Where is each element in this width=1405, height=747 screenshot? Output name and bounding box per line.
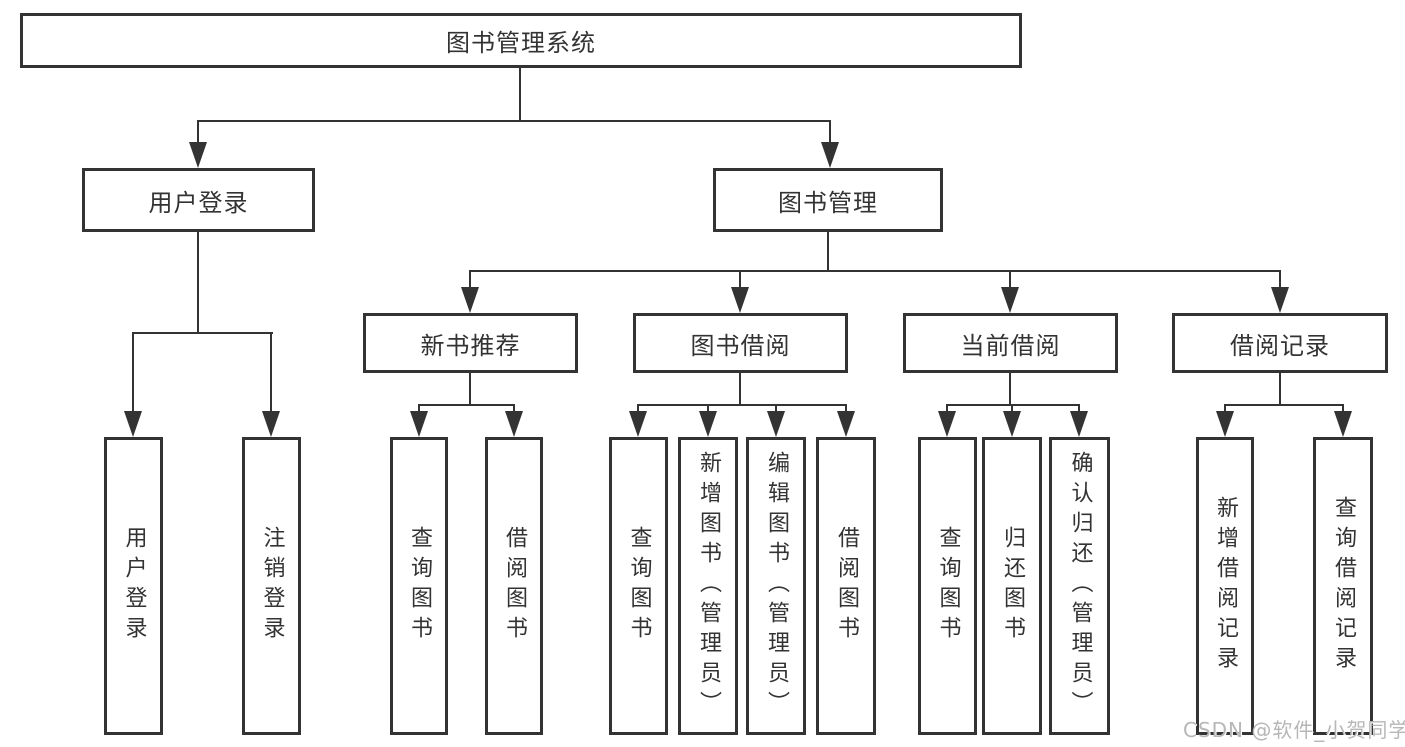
leaf-label: 查询图书 xyxy=(935,526,961,646)
csdn-watermark: CSDN @软件_小贺同学 xyxy=(1183,718,1405,742)
leaf-query-books-borrow: 查询图书 xyxy=(609,437,668,735)
arrow-down-icon xyxy=(837,411,855,437)
arrow-down-icon xyxy=(189,142,207,168)
connector-book-mgmt-branch xyxy=(469,270,1281,272)
arrow-down-icon xyxy=(124,411,142,437)
arrow-down-icon xyxy=(505,411,523,437)
leaf-query-borrow-record: 查询借阅记录 xyxy=(1313,437,1373,735)
leaf-add-books-admin: 新增图书（管理员） xyxy=(678,437,738,735)
node-label: 用户登录 xyxy=(148,188,249,217)
connector-to-book-borrow xyxy=(739,270,741,290)
leaf-label: 归还图书 xyxy=(1000,526,1025,646)
node-label: 图书管理系统 xyxy=(446,29,596,57)
connector-to-user-login xyxy=(197,120,199,148)
arrow-down-icon xyxy=(262,411,280,437)
arrow-down-icon xyxy=(410,411,428,437)
connector-groupA-stem xyxy=(469,373,471,406)
leaf-query-books-recommend: 查询图书 xyxy=(390,437,448,735)
connector-to-book-management xyxy=(829,120,831,148)
node-current-borrowing: 当前借阅 xyxy=(903,313,1118,373)
node-book-borrowing: 图书借阅 xyxy=(633,313,848,373)
node-label: 图书管理 xyxy=(778,188,878,217)
arrow-down-icon xyxy=(1334,411,1352,437)
leaf-label: 查询图书 xyxy=(407,526,432,646)
leaf-label: 确认归还（管理员） xyxy=(1067,451,1093,721)
node-borrowing-records: 借阅记录 xyxy=(1172,313,1388,373)
leaf-return-books: 归还图书 xyxy=(982,437,1042,735)
connector-groupB-branch xyxy=(637,404,847,406)
leaf-user-login: 用户登录 xyxy=(104,437,163,735)
connector-groupC-branch xyxy=(946,404,1080,406)
leaf-label: 查询图书 xyxy=(626,526,652,646)
arrow-down-icon xyxy=(1003,411,1021,437)
connector-to-leaf-user-login xyxy=(132,332,134,414)
connector-groupC-stem xyxy=(1009,373,1011,406)
arrow-down-icon xyxy=(1070,411,1088,437)
connector-root-stem xyxy=(519,68,521,120)
arrow-down-icon xyxy=(938,411,956,437)
node-library-management-system: 图书管理系统 xyxy=(20,13,1022,68)
node-label: 借阅记录 xyxy=(1230,331,1330,360)
connector-groupB-stem xyxy=(739,373,741,406)
connector-to-current-borrow xyxy=(1009,270,1011,290)
arrow-down-icon xyxy=(821,142,839,168)
node-label: 当前借阅 xyxy=(960,331,1061,360)
node-user-login: 用户登录 xyxy=(82,168,315,232)
arrow-down-icon xyxy=(699,411,717,437)
leaf-label: 借阅图书 xyxy=(834,526,859,646)
leaf-logout: 注销登录 xyxy=(242,437,301,735)
arrow-down-icon xyxy=(767,411,785,437)
leaf-label: 注销登录 xyxy=(259,526,285,646)
leaf-confirm-return-admin: 确认归还（管理员） xyxy=(1049,437,1110,735)
arrow-down-icon xyxy=(731,287,749,313)
connector-to-leaf-logout xyxy=(270,332,272,414)
connector-root-branch xyxy=(197,120,831,122)
node-label: 新书推荐 xyxy=(420,331,521,360)
node-book-management: 图书管理 xyxy=(713,168,943,232)
arrow-down-icon xyxy=(461,287,479,313)
connector-groupD-branch xyxy=(1224,404,1344,406)
arrow-down-icon xyxy=(629,411,647,437)
connector-to-borrow-records xyxy=(1279,270,1281,290)
connector-groupA-branch xyxy=(418,404,515,406)
leaf-borrow-books-recommend: 借阅图书 xyxy=(485,437,543,735)
leaf-edit-books-admin: 编辑图书（管理员） xyxy=(746,437,806,735)
leaf-label: 查询借阅记录 xyxy=(1331,496,1356,676)
arrow-down-icon xyxy=(1001,287,1019,313)
connector-user-login-branch xyxy=(132,332,273,334)
leaf-label: 借阅图书 xyxy=(502,526,527,646)
leaf-label: 编辑图书（管理员） xyxy=(764,451,789,721)
connector-user-login-stem xyxy=(197,232,199,334)
leaf-borrow-books: 借阅图书 xyxy=(816,437,876,735)
leaf-query-books-current: 查询图书 xyxy=(918,437,977,735)
leaf-label: 用户登录 xyxy=(121,526,147,646)
connector-book-mgmt-stem xyxy=(827,232,829,272)
node-label: 图书借阅 xyxy=(690,331,791,360)
node-new-book-recommend: 新书推荐 xyxy=(363,313,578,373)
leaf-label: 新增图书（管理员） xyxy=(696,451,721,721)
connector-groupD-stem xyxy=(1279,373,1281,406)
arrow-down-icon xyxy=(1271,287,1289,313)
leaf-add-borrow-record: 新增借阅记录 xyxy=(1196,437,1254,735)
arrow-down-icon xyxy=(1216,411,1234,437)
leaf-label: 新增借阅记录 xyxy=(1213,496,1238,676)
connector-to-new-book xyxy=(469,270,471,290)
